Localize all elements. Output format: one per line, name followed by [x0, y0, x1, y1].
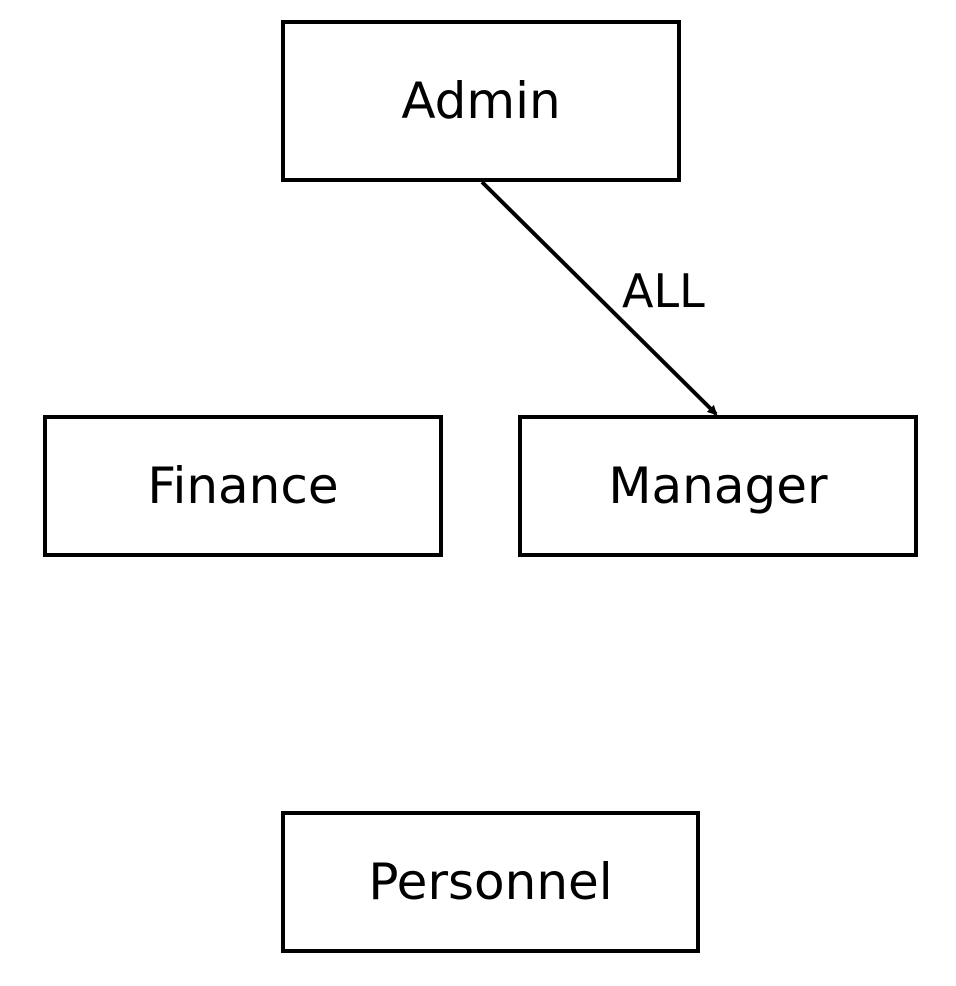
- node-manager[interactable]: Manager: [518, 415, 918, 557]
- edge-label-all: ALL: [622, 264, 705, 318]
- node-finance[interactable]: Finance: [43, 415, 443, 557]
- node-manager-label: Manager: [608, 457, 828, 515]
- node-admin[interactable]: Admin: [281, 20, 681, 182]
- node-personnel[interactable]: Personnel: [281, 811, 700, 953]
- node-admin-label: Admin: [401, 72, 561, 130]
- node-finance-label: Finance: [147, 457, 339, 515]
- edge-admin-to-manager: [480, 180, 718, 416]
- node-personnel-label: Personnel: [368, 853, 613, 911]
